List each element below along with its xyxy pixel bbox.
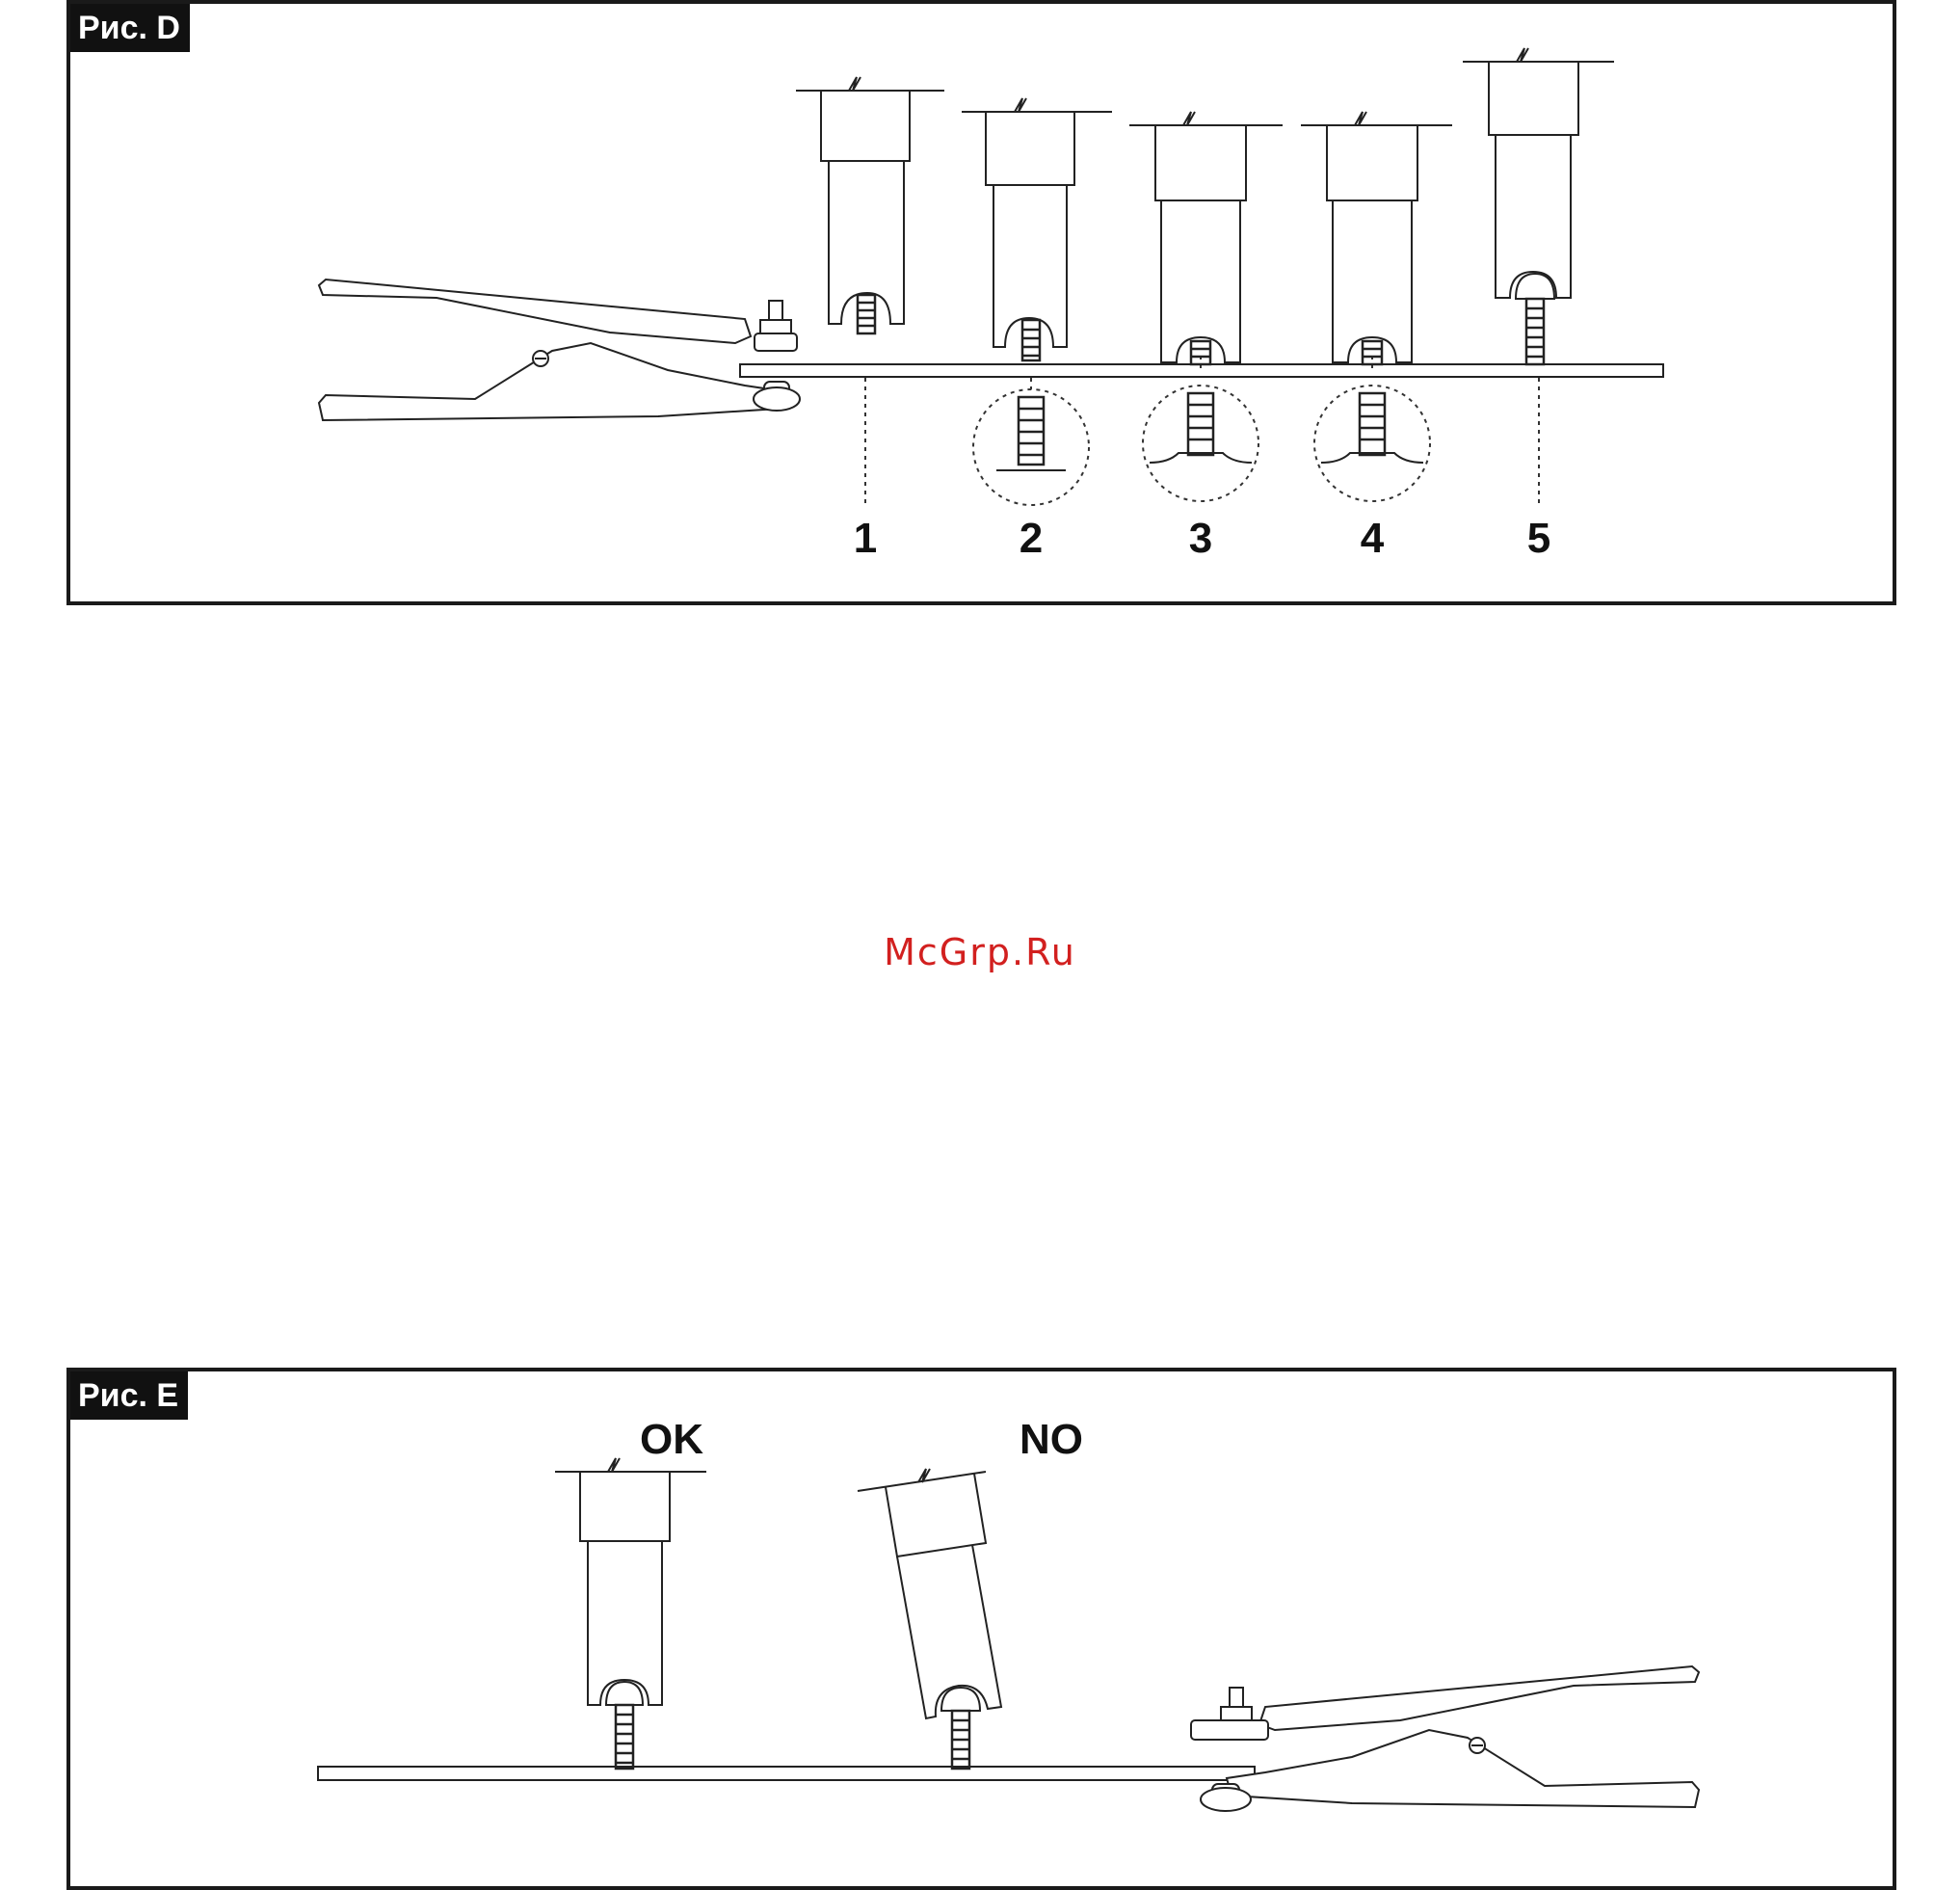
detail-circle-2 <box>973 389 1089 505</box>
position-label-5: 5 <box>1510 515 1568 563</box>
position-label-3: 3 <box>1172 515 1230 563</box>
earth-clamp <box>319 280 800 420</box>
figure-d-drawing <box>70 4 1893 601</box>
watermark: McGrp.Ru <box>0 931 1960 973</box>
position-label-1: 1 <box>836 515 894 563</box>
no-label: NO <box>1020 1416 1083 1464</box>
position-label-2: 2 <box>1002 515 1060 563</box>
position-label-4: 4 <box>1343 515 1401 563</box>
gun-position-5 <box>1463 48 1614 364</box>
work-plate <box>318 1767 1255 1780</box>
earth-clamp <box>1191 1666 1699 1811</box>
detail-circle-4 <box>1314 386 1430 501</box>
ok-label: OK <box>640 1416 703 1464</box>
gun-position-3 <box>1129 112 1283 364</box>
gun-position-4 <box>1301 112 1452 364</box>
figure-d: Рис. D <box>66 0 1896 605</box>
gun-no-tilted <box>858 1469 1001 1769</box>
figure-e-drawing <box>70 1371 1893 1886</box>
figure-e: Рис. E <box>66 1368 1896 1890</box>
gun-position-2 <box>962 98 1112 360</box>
gun-position-1 <box>796 77 944 333</box>
detail-circle-3 <box>1143 386 1258 501</box>
gun-ok-perpendicular <box>555 1458 706 1769</box>
